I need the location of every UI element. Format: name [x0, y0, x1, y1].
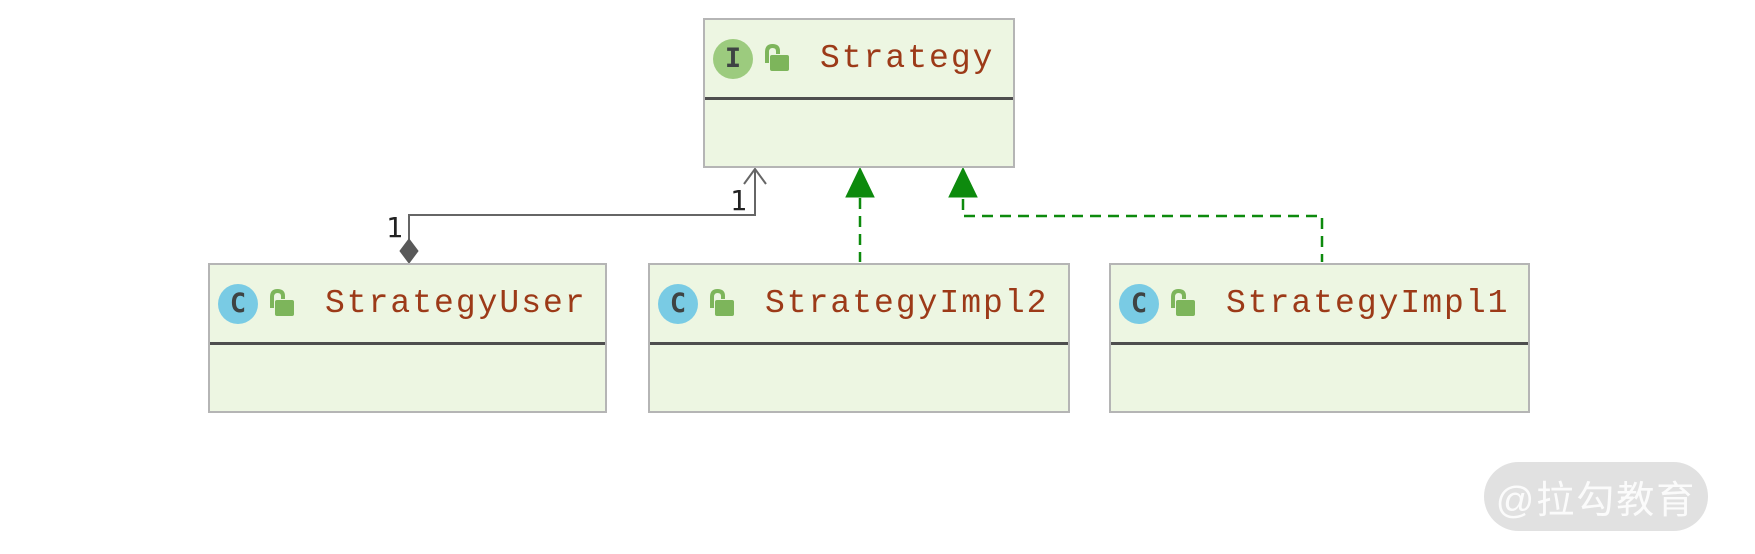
unlocked-padlock-icon	[268, 288, 295, 319]
aggregation-path	[408, 170, 756, 241]
interface-icon: I	[713, 38, 753, 79]
members-separator	[705, 97, 1013, 100]
unlocked-padlock-icon	[1169, 288, 1196, 319]
class-node-strategyimpl1[interactable]: C StrategyImpl1	[1109, 263, 1530, 413]
multiplicity-label-target: 1	[730, 184, 747, 217]
triangle-arrowhead-icon	[948, 166, 978, 198]
members-section	[705, 100, 1013, 166]
class-name-label: StrategyImpl1	[1226, 285, 1510, 322]
members-separator	[650, 342, 1068, 345]
class-icon: C	[1119, 283, 1159, 324]
class-icon: C	[218, 283, 258, 324]
members-section	[650, 345, 1068, 411]
class-node-strategy[interactable]: I Strategy	[703, 18, 1015, 168]
aggregation-edge[interactable]	[399, 167, 767, 264]
class-title-row: C StrategyUser	[210, 265, 605, 342]
triangle-arrowhead-icon	[845, 166, 875, 198]
members-section	[210, 345, 605, 411]
members-section	[1111, 345, 1528, 411]
watermark-badge: @拉勾教育	[1484, 462, 1708, 531]
members-separator	[210, 342, 605, 345]
unlocked-padlock-icon	[763, 43, 790, 74]
realization-edge-impl2[interactable]	[845, 166, 875, 262]
class-icon: C	[658, 283, 698, 324]
class-node-strategyimpl2[interactable]: C StrategyImpl2	[648, 263, 1070, 413]
class-title-row: C StrategyImpl2	[650, 265, 1068, 342]
realization-edge-impl1[interactable]	[948, 166, 1324, 262]
realization-path	[961, 199, 1324, 262]
class-name-label: Strategy	[820, 40, 995, 77]
members-separator	[1111, 342, 1528, 345]
unlocked-padlock-icon	[708, 288, 735, 319]
multiplicity-label-source: 1	[386, 211, 403, 244]
class-node-strategyuser[interactable]: C StrategyUser	[208, 263, 607, 413]
class-name-label: StrategyUser	[325, 285, 587, 322]
class-title-row: C StrategyImpl1	[1111, 265, 1528, 342]
class-name-label: StrategyImpl2	[765, 285, 1049, 322]
open-arrowhead-icon	[743, 167, 767, 185]
class-title-row: I Strategy	[705, 20, 1013, 97]
